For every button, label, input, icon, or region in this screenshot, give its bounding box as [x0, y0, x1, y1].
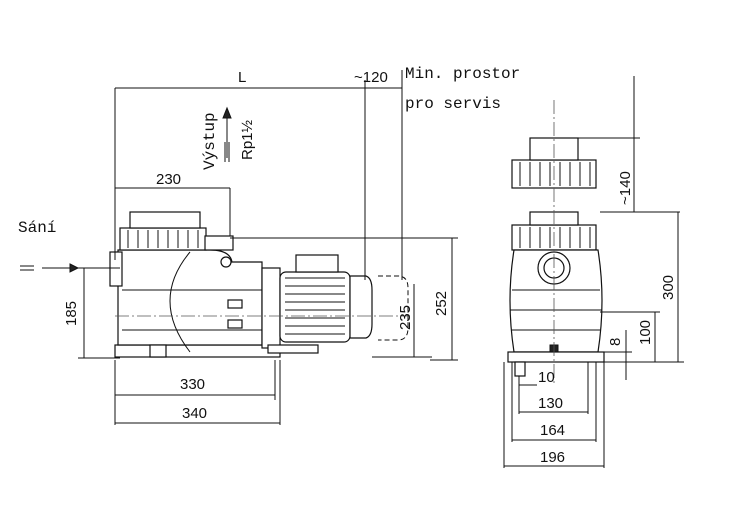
inlet-flange — [109, 251, 123, 287]
drain-foot — [514, 361, 526, 377]
dim-130: 130 — [538, 395, 563, 412]
dim-8: 8 — [607, 338, 624, 346]
dim-185: 185 — [63, 301, 80, 326]
motor — [279, 271, 351, 343]
dim-340: 340 — [182, 405, 207, 422]
fan-cover — [349, 275, 373, 339]
motor-fins — [285, 277, 345, 335]
dim-140: ~140 — [617, 171, 634, 205]
dim-230: 230 — [156, 171, 181, 188]
side-dimensions — [20, 70, 458, 425]
side-view — [109, 211, 410, 358]
dim-196: 196 — [540, 449, 565, 466]
dim-235: 235 — [397, 305, 414, 330]
motor-flange — [261, 267, 281, 349]
min-prostor-label: Min. prostor — [405, 65, 520, 83]
lid-ribs — [127, 230, 199, 248]
outlet-nozzle — [204, 235, 234, 251]
motor-foot — [267, 344, 319, 354]
dim-120: ~120 — [354, 69, 388, 86]
sani-label: Sání — [18, 219, 56, 237]
rp-label: Rp1½ — [239, 119, 256, 160]
lid-removed-ribs — [519, 162, 591, 186]
lid-mounted-ribs — [519, 227, 591, 248]
dim-164: 164 — [540, 422, 565, 439]
dim-330: 330 — [180, 376, 205, 393]
pro-servis-label: pro servis — [405, 95, 501, 113]
dim-100: 100 — [637, 320, 654, 345]
front-view — [507, 100, 605, 385]
housing-curve — [169, 251, 191, 353]
strainer-lid — [119, 227, 207, 251]
pump-body — [117, 249, 263, 346]
front-base — [507, 351, 605, 363]
front-dimensions — [503, 76, 684, 468]
base-plate — [114, 344, 281, 358]
dim-L: L — [238, 69, 246, 86]
dim-300: 300 — [660, 275, 677, 300]
dim-252: 252 — [433, 291, 450, 316]
vystup-label: Výstup — [201, 112, 219, 170]
terminal-box — [295, 254, 339, 273]
strainer-cap — [129, 211, 201, 229]
dim-10: 10 — [538, 369, 555, 386]
bolt — [220, 256, 232, 268]
